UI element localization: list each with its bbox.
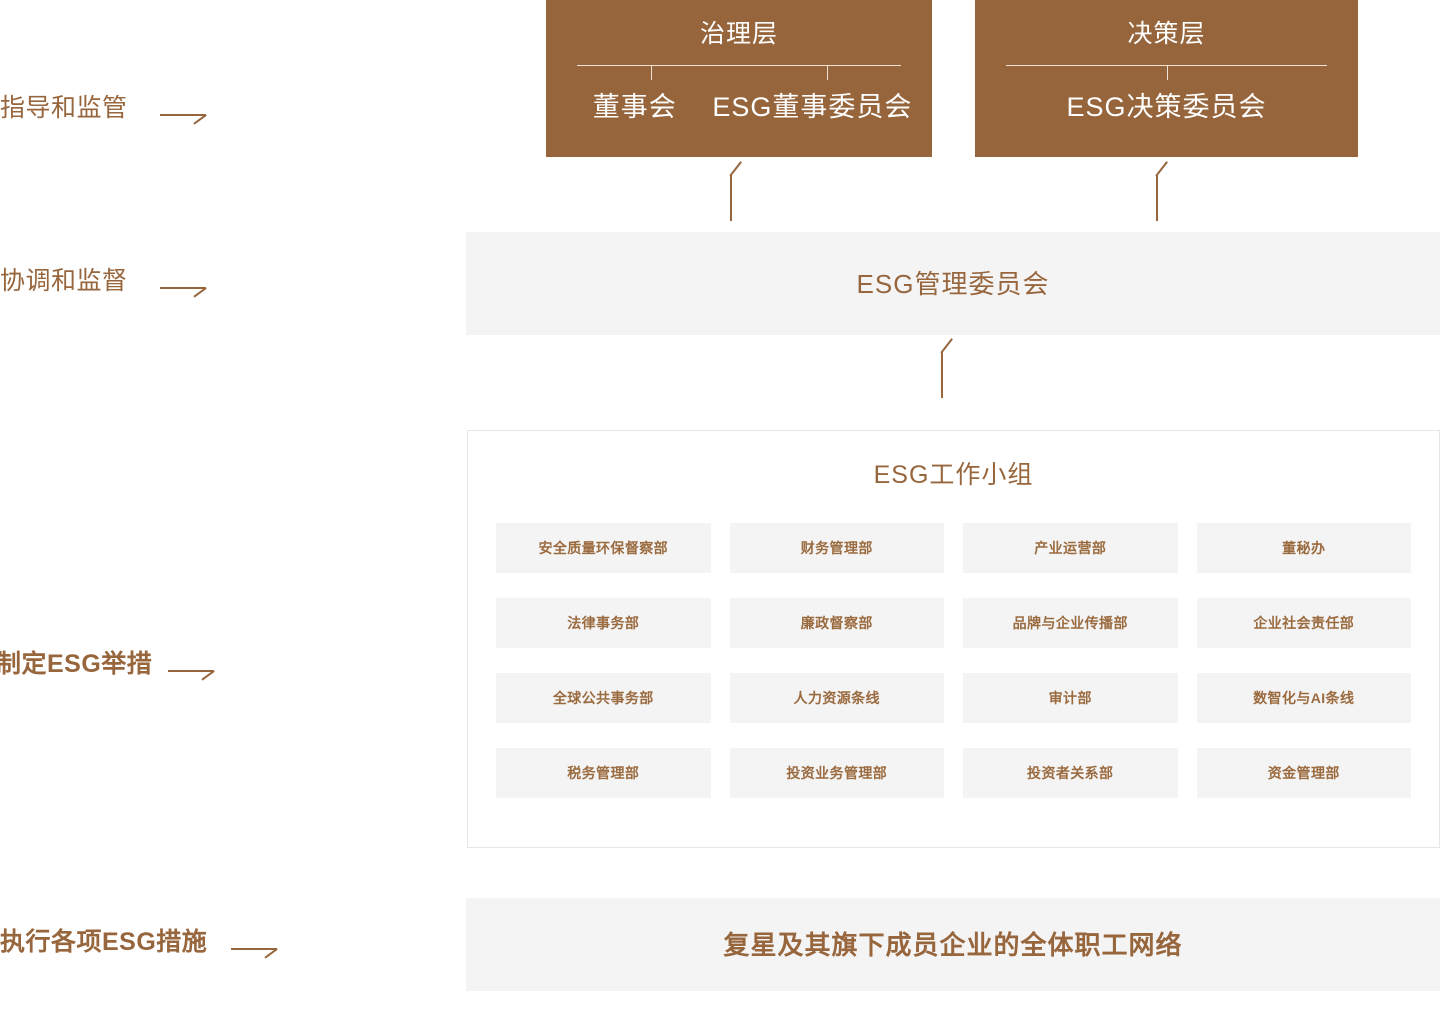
dept-tile[interactable]: 法律事务部 (496, 598, 711, 648)
dept-tile[interactable]: 董秘办 (1196, 523, 1411, 573)
decision-layer-title: 决策层 (1127, 20, 1206, 48)
esg-management-committee-label: ESG管理委员会 (856, 268, 1050, 299)
employee-network-label: 复星及其旗下成员企业的全体职工网络 (723, 929, 1183, 960)
dept-tile[interactable]: 投资者关系部 (963, 748, 1178, 798)
dept-tile[interactable]: 税务管理部 (496, 748, 711, 798)
dept-tile[interactable]: 产业运营部 (963, 523, 1178, 573)
stage-label-guidance-text: 指导和监管 (0, 94, 128, 122)
decision-layer-connector (1005, 65, 1328, 83)
governance-item-esg-board-committee: ESG董事委员会 (712, 92, 913, 122)
dept-tile[interactable]: 审计部 (963, 673, 1178, 723)
dept-tile[interactable]: 品牌与企业传播部 (963, 598, 1178, 648)
employee-network-bar: 复星及其旗下成员企业的全体职工网络 (466, 898, 1440, 991)
arrow-up-icon-to-governance (729, 161, 751, 221)
dept-tile[interactable]: 数智化与AI条线 (1196, 673, 1411, 723)
arrow-right-icon (159, 102, 206, 125)
stage-label-guidance: 指导和监管 (0, 94, 206, 125)
decision-layer-box: 决策层 ESG决策委员会 (975, 0, 1358, 157)
decision-layer-items: ESG决策委员会 (975, 91, 1358, 125)
arrow-right-icon (231, 936, 278, 959)
arrow-up-icon-to-management (940, 338, 962, 398)
governance-layer-title: 治理层 (699, 20, 778, 48)
esg-management-committee-bar: ESG管理委员会 (466, 232, 1440, 335)
dept-tile[interactable]: 资金管理部 (1196, 748, 1411, 798)
dept-tile[interactable]: 廉政督察部 (729, 598, 944, 648)
governance-item-board: 董事会 (592, 92, 677, 122)
department-grid: 安全质量环保督察部 财务管理部 产业运营部 董秘办 法律事务部 廉政督察部 品牌… (496, 523, 1411, 798)
governance-layer-connector (576, 65, 902, 83)
esg-working-group-panel: ESG工作小组 安全质量环保督察部 财务管理部 产业运营部 董秘办 法律事务部 … (467, 430, 1440, 848)
dept-tile[interactable]: 财务管理部 (729, 523, 944, 573)
governance-layer-box: 治理层 董事会 ESG董事委员会 (546, 0, 932, 157)
stage-label-coordination: 协调和监督 (0, 267, 206, 298)
stage-label-coordination-text: 协调和监督 (0, 267, 128, 295)
arrow-up-icon-to-decision (1155, 161, 1177, 221)
governance-layer-items: 董事会 ESG董事委员会 (546, 91, 932, 125)
stage-label-execution: 执行各项ESG措施 (0, 928, 278, 959)
decision-item-esg-decision-committee: ESG决策委员会 (1066, 92, 1267, 122)
arrow-right-icon (159, 275, 206, 298)
arrow-right-icon (168, 658, 215, 681)
dept-tile[interactable]: 企业社会责任部 (1196, 598, 1411, 648)
stage-label-initiatives-text: 制定ESG举措 (0, 650, 153, 678)
dept-tile[interactable]: 安全质量环保督察部 (496, 523, 711, 573)
dept-tile[interactable]: 全球公共事务部 (496, 673, 711, 723)
esg-working-group-title: ESG工作小组 (873, 461, 1034, 489)
dept-tile[interactable]: 投资业务管理部 (729, 748, 944, 798)
stage-label-initiatives: 制定ESG举措 (0, 650, 215, 681)
stage-label-execution-text: 执行各项ESG措施 (0, 928, 208, 956)
dept-tile[interactable]: 人力资源条线 (729, 673, 944, 723)
